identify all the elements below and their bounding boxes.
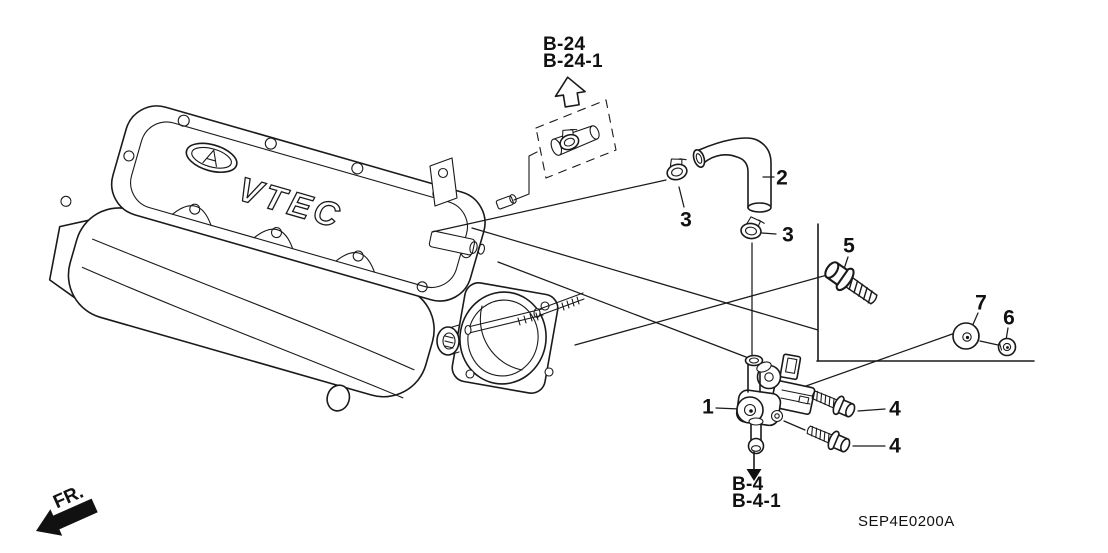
callout-2: 2 xyxy=(776,166,788,190)
bolt-4a-drawing xyxy=(808,384,859,422)
purge-port-nipple xyxy=(495,194,517,210)
callout-6: 6 xyxy=(1003,306,1015,330)
callout-4a: 4 xyxy=(889,397,901,421)
hose-stub-drawing xyxy=(550,124,600,156)
throttle-body-studs xyxy=(464,292,585,336)
ref-top-line1: B-24 xyxy=(543,34,586,55)
ref-bottom-line1: B-4 xyxy=(732,474,764,495)
purge-hose-drawing xyxy=(692,137,772,213)
ref-label-bottom: B-4 B-4-1 xyxy=(732,474,782,512)
clamp-3a-drawing xyxy=(662,154,692,183)
valve-cover-drawing: VTEC xyxy=(110,105,486,302)
up-arrow-icon xyxy=(554,76,586,108)
throttle-body-drawing xyxy=(436,282,585,394)
callout-3a: 3 xyxy=(680,208,692,232)
acura-logo-icon xyxy=(185,142,238,174)
callout-4b: 4 xyxy=(889,434,901,458)
ref-label-top: B-24 B-24-1 xyxy=(543,34,603,72)
washer-7-drawing xyxy=(952,322,980,350)
intake-manifold-drawing: VTEC xyxy=(48,105,585,412)
ref-bottom-line2: B-4-1 xyxy=(732,491,782,512)
callout-5: 5 xyxy=(843,234,855,258)
dashed-ref-box xyxy=(535,99,617,179)
intake-plenum-drawing xyxy=(48,195,435,412)
bolt-4b-drawing xyxy=(803,419,854,457)
diagram-code: SEP4E0200A xyxy=(858,513,955,530)
bolt-5-drawing xyxy=(819,255,884,312)
ref-top-line2: B-24-1 xyxy=(543,51,603,72)
down-arrow-icon xyxy=(746,451,762,481)
nut-6-drawing xyxy=(997,337,1017,357)
fr-arrow-icon: FR. xyxy=(36,482,98,536)
callout-3b: 3 xyxy=(782,223,794,247)
callout-7: 7 xyxy=(975,291,987,315)
purge-valve-drawing xyxy=(735,353,816,455)
callout-1: 1 xyxy=(702,395,714,419)
bracket-line xyxy=(816,223,1035,362)
manifold-fittings xyxy=(428,151,538,256)
clamp-3b-drawing xyxy=(739,214,766,241)
